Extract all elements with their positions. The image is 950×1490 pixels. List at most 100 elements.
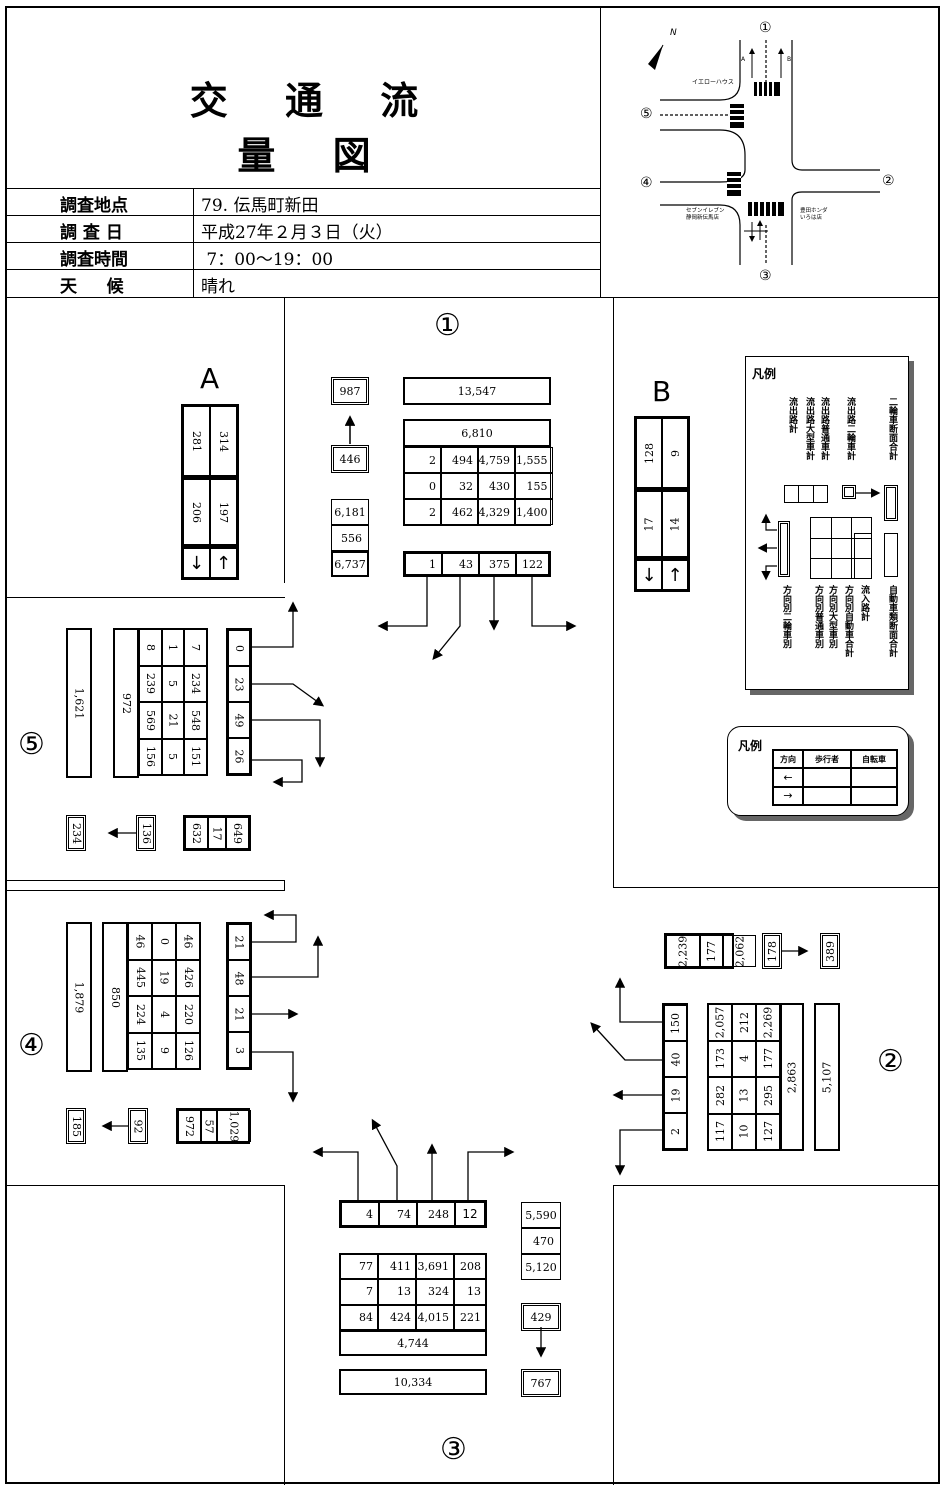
a1-cell: 4,759	[478, 447, 515, 473]
crosswalk-a-label: A	[200, 362, 220, 395]
divider	[284, 298, 285, 583]
left-arrow-icon: ←	[773, 768, 803, 787]
crosswalk-b-label: B	[652, 375, 672, 408]
table-cell: 197	[210, 479, 237, 545]
map-label-1: ①	[759, 20, 772, 36]
table-cell: 21	[161, 702, 185, 739]
table-cell: 5	[161, 738, 185, 775]
table-cell: 177	[756, 1040, 780, 1077]
a1-cell: 494	[441, 447, 478, 473]
table-cell: 23	[228, 666, 250, 702]
approach-label-5: ⑤	[18, 727, 45, 762]
table-cell: 2,062	[722, 935, 756, 967]
a1-dir-cell: 1	[405, 553, 442, 575]
a1-dir-cell: 375	[479, 553, 516, 575]
a1-grid: 2 494 4,759 1,555 0 32 430 155 2 462 4,3…	[403, 446, 553, 526]
table-cell: 445	[128, 959, 152, 996]
table-cell: 17	[636, 491, 662, 557]
table-cell: 46	[176, 923, 200, 960]
a5-twowheel-out: 234	[66, 815, 86, 851]
table-cell: 21	[228, 996, 250, 1032]
a1-cell: 155	[515, 473, 553, 499]
table-cell: 48	[228, 960, 250, 996]
table-cell: 4	[341, 1202, 379, 1226]
a1-dir-cell: 122	[516, 553, 549, 575]
table-cell: 74	[379, 1202, 417, 1226]
up-arrow-icon: ↑	[662, 560, 688, 590]
table-cell: 126	[176, 1032, 200, 1069]
divider	[284, 880, 285, 890]
legend-box-twowheel-cross	[884, 485, 898, 521]
table-cell: 151	[184, 738, 207, 775]
table-cell: 234	[184, 665, 207, 702]
a1-in-total: 6,181	[331, 499, 369, 525]
legend-label-twowheel-cross: 二輪車断面合計	[887, 397, 897, 460]
page-frame	[5, 6, 940, 1484]
legend-label-auto-cross: 自動車類断面合計	[887, 585, 897, 657]
info-label-location: 調査地点	[60, 196, 128, 216]
a1-cross-total: 13,547	[403, 377, 551, 405]
table-cell: 649	[226, 817, 249, 849]
map-label-3: ③	[759, 268, 772, 284]
a4-cross-total: 1,879	[66, 922, 92, 1072]
table-cell: 426	[176, 959, 200, 996]
a2-dir-twowheel: 150 40 19 2	[662, 1003, 688, 1151]
table-cell: 324	[416, 1279, 454, 1305]
a5-cross-total: 1,621	[66, 628, 92, 778]
legend-label-dir-auto: 方向別自動車合計	[843, 585, 853, 657]
a1-cell: 0	[404, 473, 441, 499]
legend2-table: 方向 歩行者 自転車 ← →	[772, 749, 898, 806]
map-label-b: B	[787, 56, 792, 63]
a1-dir-cell: 43	[442, 553, 479, 575]
table-cell: 40	[664, 1041, 687, 1077]
a1-twowheel-in: 446	[331, 445, 369, 473]
a1-cell: 462	[441, 499, 478, 525]
table-cell: 19	[664, 1077, 687, 1113]
legend-label-dir-large: 方向別大型車別	[827, 585, 837, 648]
divider	[5, 1185, 285, 1186]
table-cell: 224	[128, 996, 152, 1033]
legend-box-in-total	[854, 533, 872, 579]
table-cell: 548	[184, 702, 207, 739]
info-label-time: 調査時間	[60, 250, 128, 270]
table-cell: 173	[708, 1040, 732, 1077]
info-value-date: 平成27年２月３日（火）	[201, 223, 393, 243]
legend-label-out-total: 流出路計	[787, 397, 797, 433]
table-cell: 156	[139, 738, 162, 775]
a1-cell: 2	[404, 447, 441, 473]
a5-grid: 8 239 569 156 1 5 21 5 7 234 548 151	[138, 628, 208, 776]
table-cell: 3	[228, 1032, 250, 1068]
a4-bottom: 972 57 1,029	[176, 1108, 251, 1144]
table-cell: 10	[732, 1113, 756, 1150]
info-value-time: 7：00～19：00	[201, 250, 334, 270]
table-cell: 9	[662, 418, 688, 488]
table-cell: 13	[732, 1077, 756, 1114]
table-cell: 281	[183, 406, 210, 476]
approach-label-4: ④	[18, 1028, 45, 1063]
table-cell: 424	[378, 1304, 416, 1330]
table-cell: 13	[378, 1279, 416, 1305]
right-arrow-icon: →	[773, 786, 803, 805]
map-label-2: ②	[882, 173, 895, 189]
info-value-location: 79. 伝馬町新田	[201, 196, 319, 216]
table-cell: 972	[178, 1110, 201, 1142]
table-cell: 212	[732, 1004, 756, 1041]
divider	[613, 1185, 614, 1485]
a5-bottom: 632 17 649	[183, 815, 251, 851]
a4-twowheel-in: 92	[128, 1108, 148, 1144]
a4-twowheel-out: 185	[66, 1108, 86, 1144]
a3-in-all: 5,120	[521, 1254, 561, 1280]
header-divider	[600, 6, 601, 298]
table-cell: 127	[756, 1113, 780, 1150]
a2-grid: 2,057 173 282 117 212 4 13 10 2,269 177 …	[707, 1003, 781, 1151]
table-cell: 295	[756, 1077, 780, 1114]
a3-in-total: 5,590	[521, 1202, 561, 1228]
crosswalk-a-top: 281 314	[181, 404, 239, 478]
a3-dir-twowheel: 4 74 248 12	[339, 1200, 487, 1228]
a4-grid: 46 445 224 135 0 19 4 9 46 426 220 126	[127, 922, 201, 1070]
a1-cell: 2	[404, 499, 441, 525]
map-north-label: N	[670, 28, 677, 38]
down-arrow-icon: ↓	[636, 560, 662, 590]
divider	[284, 1185, 285, 1485]
table-cell: 26	[228, 738, 250, 774]
